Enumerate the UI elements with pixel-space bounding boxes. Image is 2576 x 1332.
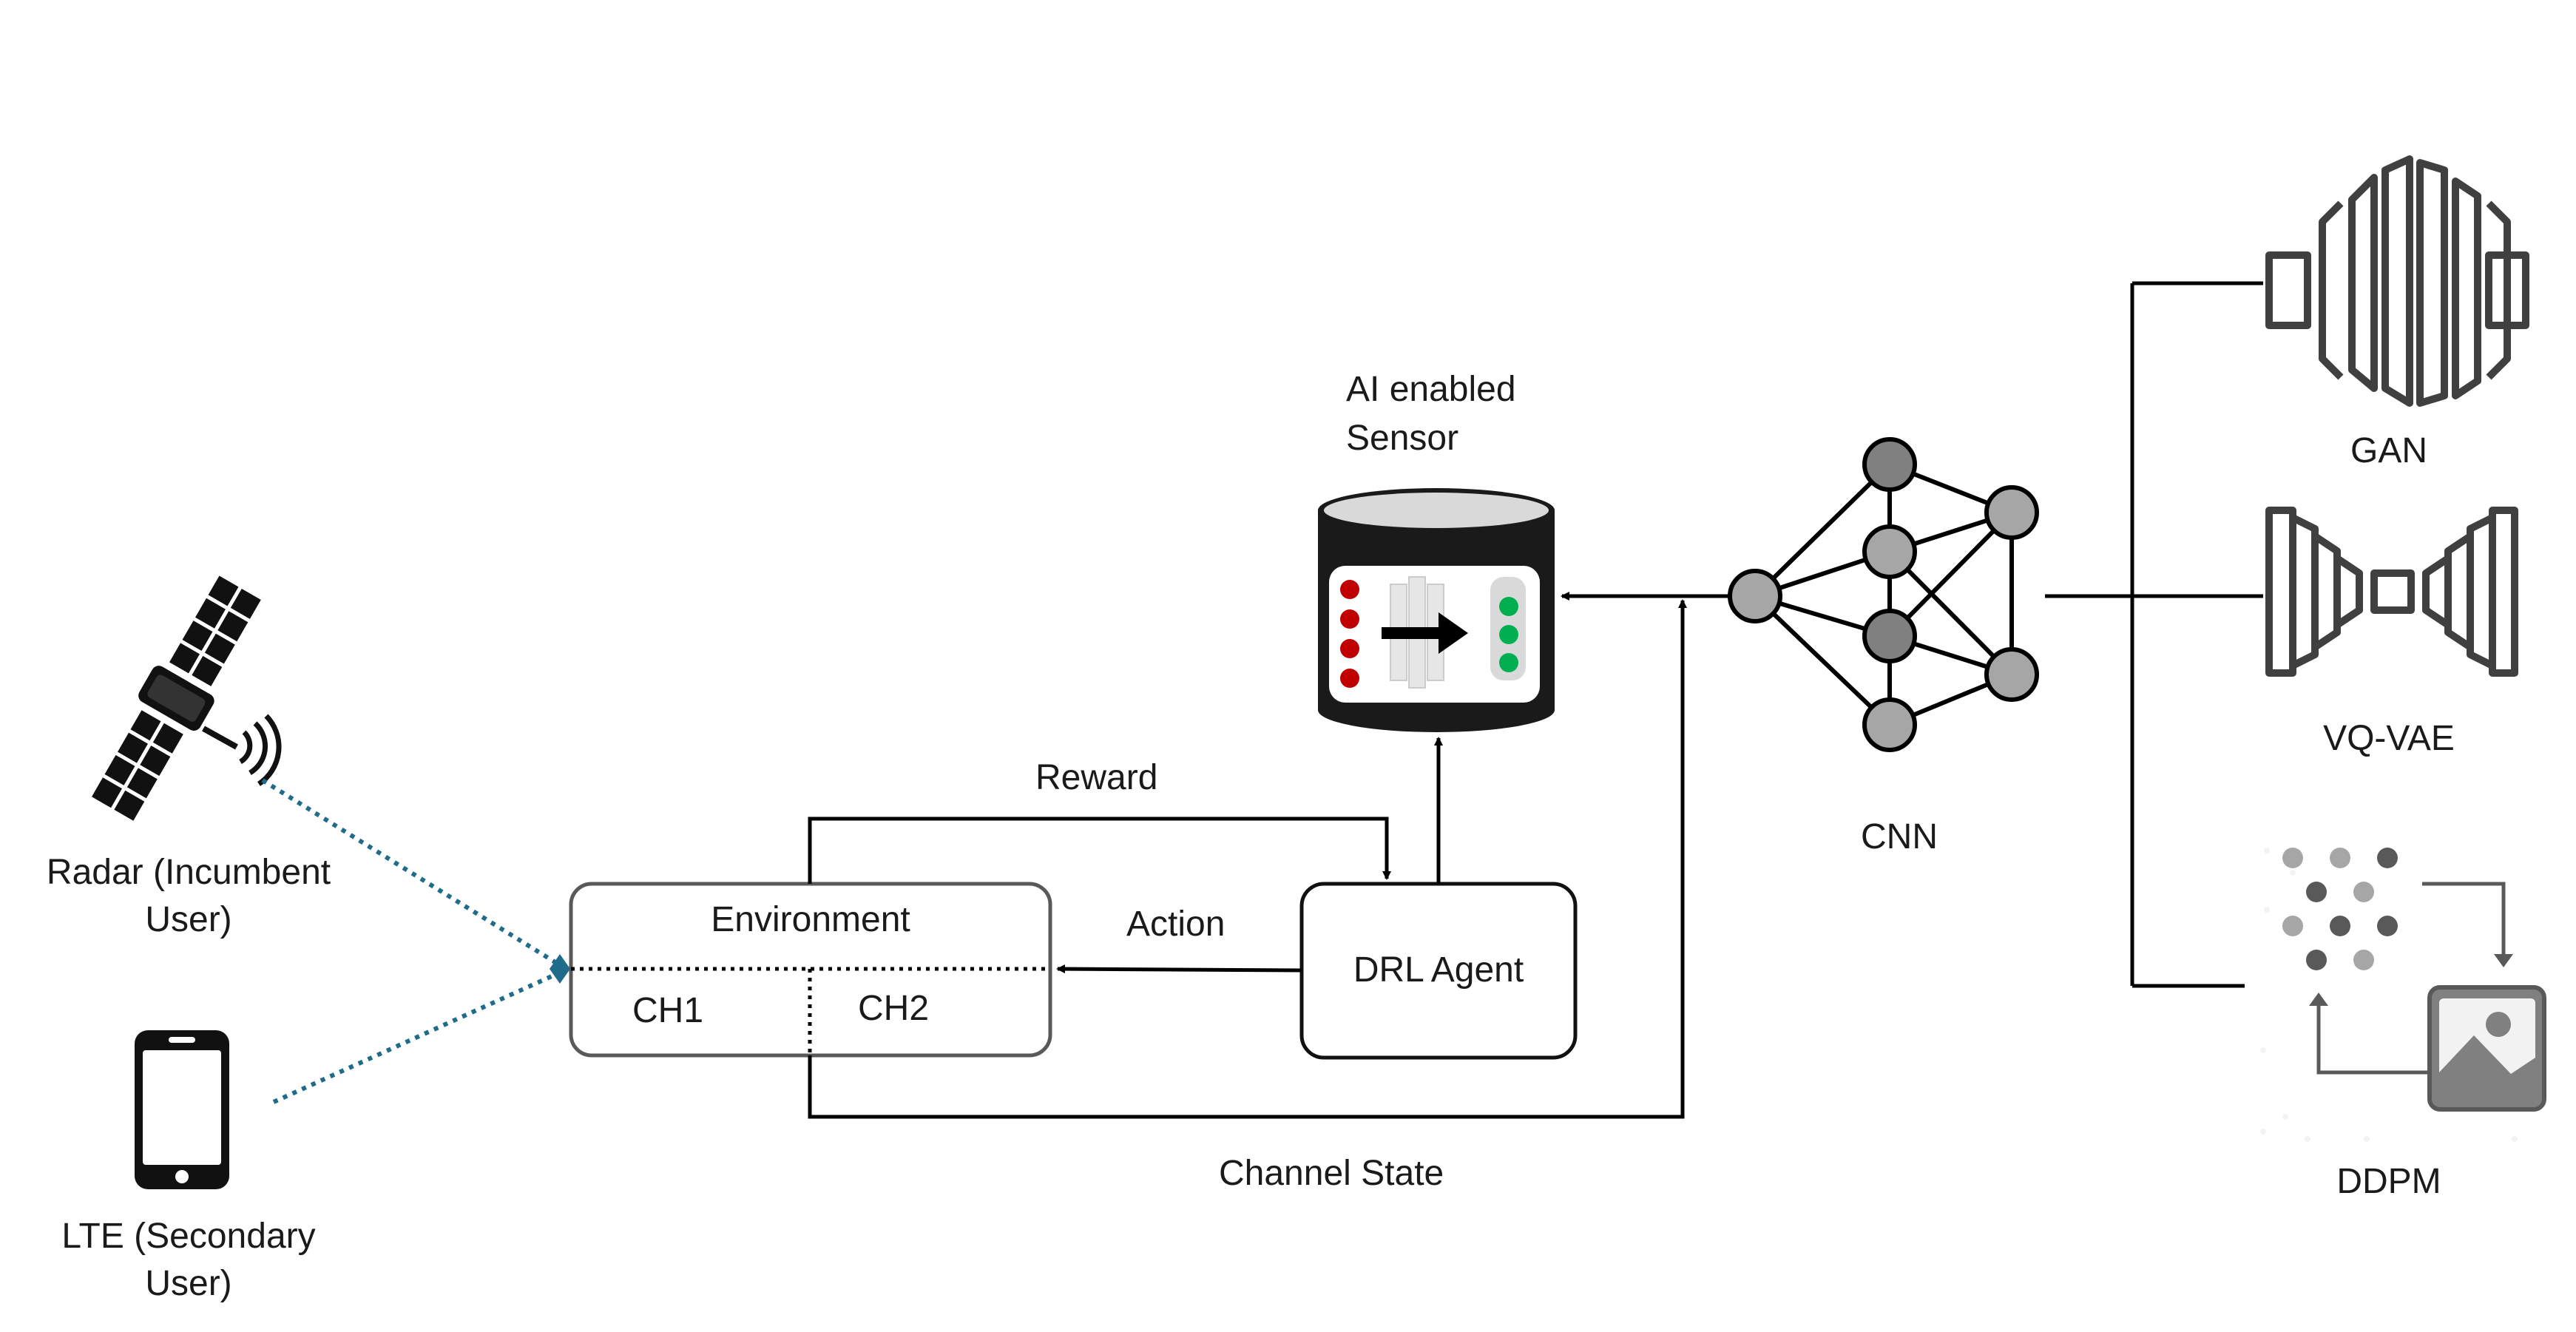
database-cylinder-icon xyxy=(1318,488,1555,732)
link-junction-marker xyxy=(550,954,570,984)
channel-state-arrow xyxy=(808,599,1687,1119)
gan-label: GAN xyxy=(2350,431,2427,470)
radar-label: Radar (Incumbent User) xyxy=(46,853,331,939)
diffusion-image-icon xyxy=(2260,848,2546,1142)
vqvae-label: VQ-VAE xyxy=(2323,719,2455,758)
smartphone-icon xyxy=(135,1030,229,1189)
ddpm-label: DDPM xyxy=(2336,1162,2441,1201)
cnn-label: CNN xyxy=(1861,817,1938,856)
lte-label: LTE (Secondary User) xyxy=(61,1217,316,1303)
reward-label: Reward xyxy=(1035,758,1158,797)
action-arrow xyxy=(1056,964,1302,974)
wireless-links xyxy=(261,778,561,1104)
environment-label: Environment xyxy=(711,900,910,939)
gan-architecture-icon xyxy=(2265,155,2529,407)
satellite-icon xyxy=(92,575,282,821)
ch1-label: CH1 xyxy=(632,991,704,1030)
channel-state-label: Channel State xyxy=(1219,1154,1444,1193)
ch2-label: CH2 xyxy=(858,989,930,1028)
autoencoder-icon xyxy=(2265,507,2518,677)
sensor-label: AI enabled Sensor xyxy=(1346,370,1516,458)
drl-agent-label: DRL Agent xyxy=(1353,950,1524,990)
neural-network-icon xyxy=(1728,437,2039,752)
reward-arrow xyxy=(808,817,1391,884)
action-label: Action xyxy=(1126,905,1226,944)
